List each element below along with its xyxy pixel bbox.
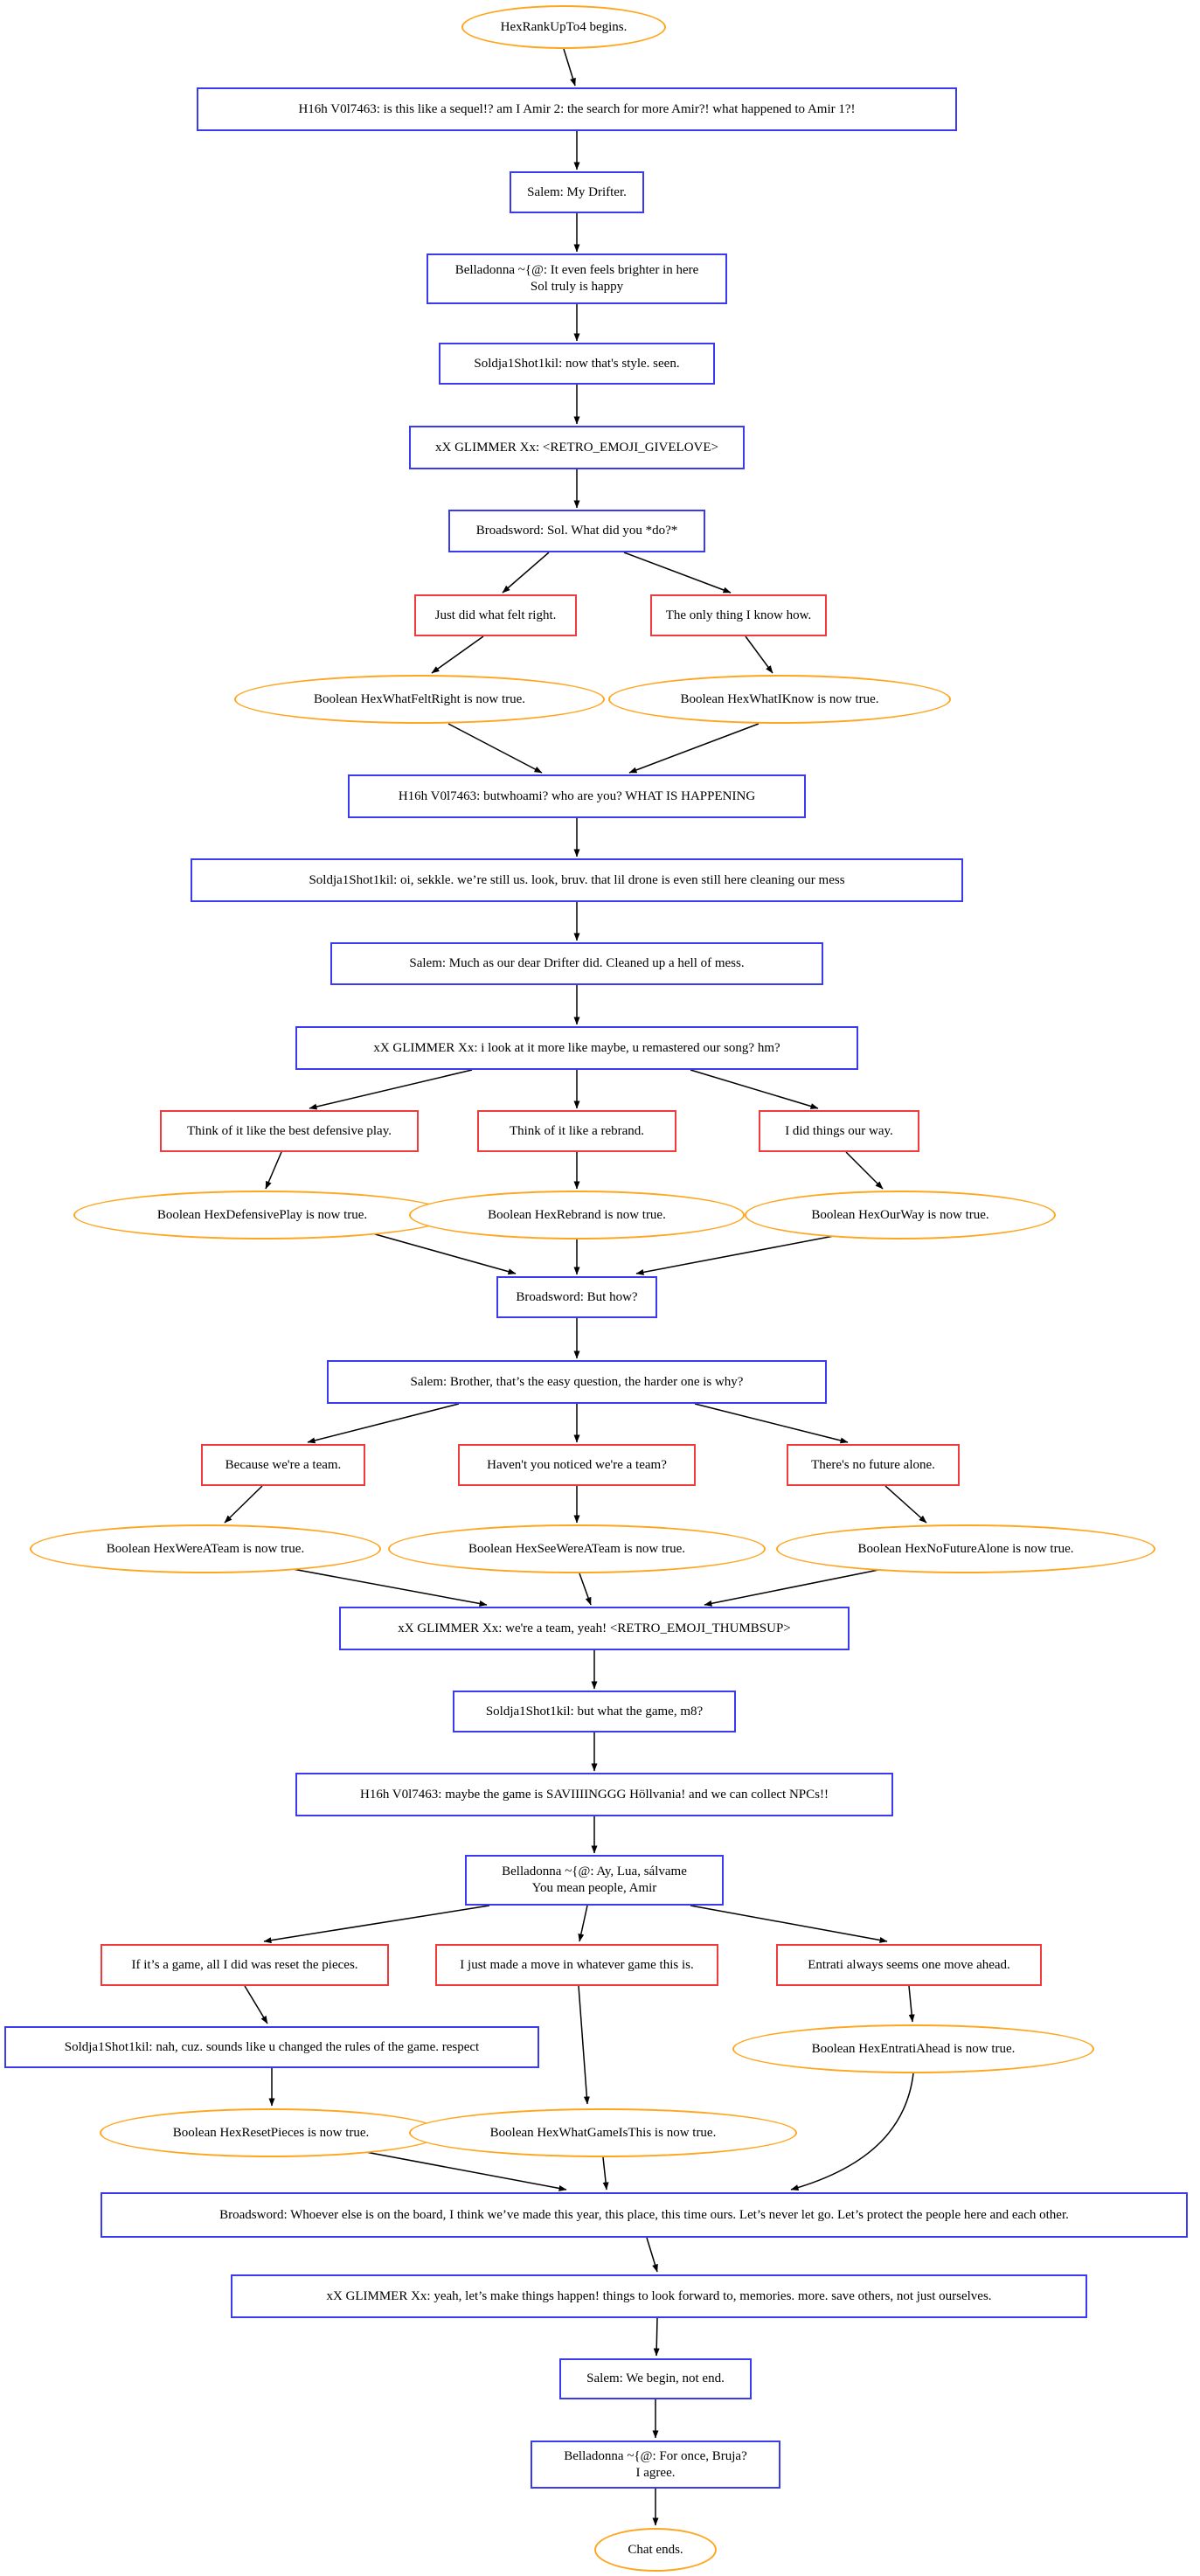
- dialogue-node: xX GLIMMER Xx: we're a team, yeah! <RETR…: [339, 1607, 850, 1650]
- dialogue-node: xX GLIMMER Xx: i look at it more like ma…: [295, 1026, 858, 1070]
- edge: [745, 635, 773, 674]
- dialogue-node: Soldja1Shot1kil: but what the game, m8?: [453, 1691, 736, 1732]
- end-node: Chat ends.: [594, 2528, 717, 2572]
- dialogue-node: Belladonna ~{@: For once, Bruja? I agree…: [531, 2441, 780, 2489]
- flag-node: Boolean HexRebrand is now true.: [409, 1191, 745, 1239]
- flag-node: Boolean HexDefensivePlay is now true.: [73, 1191, 451, 1239]
- edge: [431, 635, 484, 674]
- edge: [653, 2317, 660, 2357]
- choice-node: Haven't you noticed we're a team?: [458, 1444, 696, 1486]
- edge: [244, 1985, 268, 2024]
- flag-node: Boolean HexWhatIKnow is now true.: [608, 675, 951, 724]
- edge: [628, 723, 760, 774]
- edge: [263, 1905, 490, 1944]
- edge: [908, 1985, 915, 2023]
- edge: [602, 2156, 609, 2191]
- edge: [563, 48, 576, 87]
- edge: [578, 1985, 590, 2105]
- edge: [694, 1403, 849, 1444]
- edge: [623, 552, 732, 594]
- dialogue-node: Soldja1Shot1kil: now that's style. seen.: [439, 343, 715, 385]
- dialogue-node: xX GLIMMER Xx: <RETRO_EMOJI_GIVELOVE>: [409, 426, 745, 469]
- flag-node: Boolean HexOurWay is now true.: [745, 1191, 1056, 1239]
- choice-node: Just did what felt right.: [414, 594, 577, 636]
- edge: [578, 1905, 588, 1942]
- choice-node: If it’s a game, all I did was reset the …: [101, 1944, 389, 1986]
- edge: [265, 1151, 282, 1190]
- dialogue-node: Salem: Much as our dear Drifter did. Cle…: [330, 942, 823, 985]
- edge: [646, 2237, 658, 2273]
- dialogue-node: Broadsword: Sol. What did you *do?*: [448, 510, 705, 552]
- edge: [447, 723, 543, 774]
- dialogue-node: H16h V0l7463: maybe the game is SAVIIIIN…: [295, 1773, 893, 1816]
- flag-node: Boolean HexWhatGameIsThis is now true.: [409, 2108, 797, 2157]
- choice-node: Entrati always seems one move ahead.: [776, 1944, 1042, 1986]
- edge: [307, 1403, 460, 1444]
- edge: [790, 2073, 914, 2191]
- choice-node: I just made a move in whatever game this…: [435, 1944, 718, 1986]
- flag-node: Boolean HexWhatFeltRight is now true.: [234, 675, 605, 724]
- edge: [502, 552, 550, 594]
- dialogue-node: Belladonna ~{@: It even feels brighter i…: [427, 253, 727, 304]
- dialogue-node: H16h V0l7463: is this like a sequel!? am…: [197, 87, 957, 131]
- choice-node: There's no future alone.: [787, 1444, 960, 1486]
- dialogue-node: xX GLIMMER Xx: yeah, let’s make things h…: [231, 2274, 1087, 2318]
- dialogue-node: Soldja1Shot1kil: nah, cuz. sounds like u…: [4, 2026, 539, 2068]
- start-node: HexRankUpTo4 begins.: [461, 5, 666, 49]
- edge: [845, 1151, 884, 1190]
- choice-node: The only thing I know how.: [650, 594, 827, 636]
- edge: [579, 1573, 592, 1606]
- dialogue-node: Broadsword: Whoever else is on the board…: [101, 2192, 1188, 2238]
- choice-node: I did things our way.: [759, 1110, 919, 1152]
- edge: [884, 1485, 927, 1524]
- dialogue-node: Salem: My Drifter.: [510, 171, 644, 213]
- edge: [224, 1485, 263, 1524]
- edge: [356, 2149, 567, 2191]
- choice-node: Think of it like the best defensive play…: [160, 1110, 419, 1152]
- dialogue-node: Salem: Brother, that’s the easy question…: [327, 1360, 827, 1404]
- dialogue-node: Soldja1Shot1kil: oi, sekkle. we’re still…: [191, 858, 963, 902]
- edge: [690, 1905, 888, 1943]
- dialogue-node: Salem: We begin, not end.: [559, 2358, 752, 2399]
- dialogue-node: Belladonna ~{@: Ay, Lua, sálvame You mea…: [465, 1855, 724, 1906]
- flag-node: Boolean HexSeeWereATeam is now true.: [388, 1524, 766, 1573]
- flag-node: Boolean HexEntratiAhead is now true.: [732, 2024, 1094, 2073]
- choice-node: Think of it like a rebrand.: [477, 1110, 676, 1152]
- edge: [690, 1069, 819, 1109]
- flag-node: Boolean HexWereATeam is now true.: [30, 1524, 381, 1573]
- flag-node: Boolean HexNoFutureAlone is now true.: [776, 1524, 1155, 1573]
- dialogue-node: H16h V0l7463: butwhoami? who are you? WH…: [348, 774, 806, 818]
- edge: [292, 1568, 488, 1607]
- choice-node: Because we're a team.: [201, 1444, 365, 1486]
- edge: [635, 1232, 853, 1275]
- edge: [704, 1568, 884, 1607]
- flag-node: Boolean HexResetPieces is now true.: [100, 2108, 442, 2157]
- edge: [309, 1069, 473, 1110]
- dialogue-node: Broadsword: But how?: [496, 1276, 657, 1318]
- edge: [362, 1230, 517, 1275]
